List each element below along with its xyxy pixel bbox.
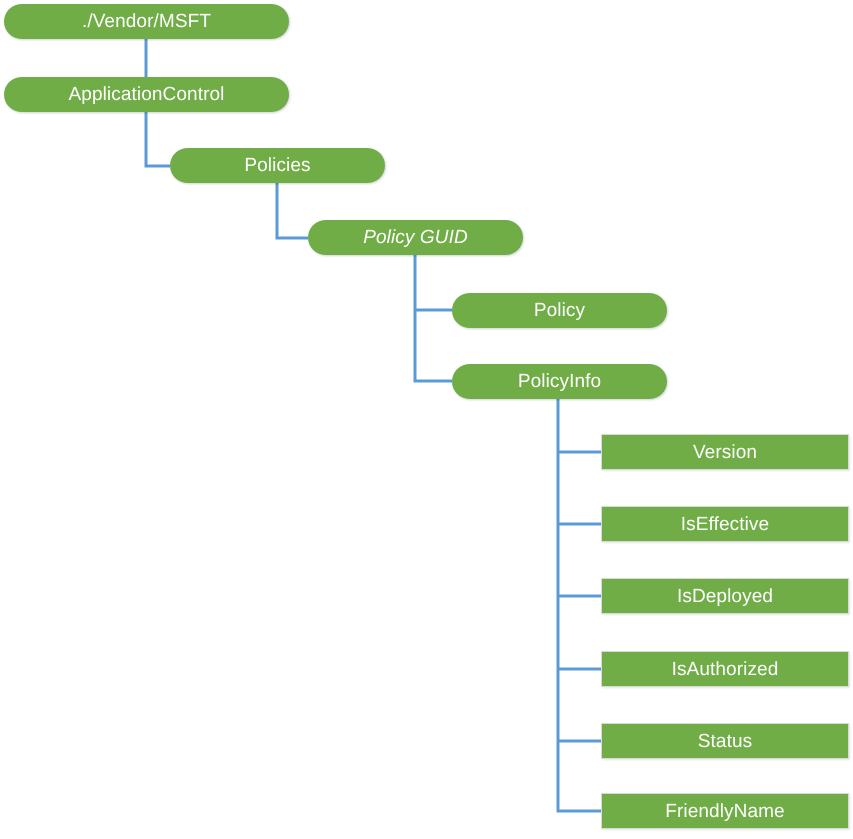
node-vendor-msft[interactable]: ./Vendor/MSFT bbox=[4, 4, 289, 39]
node-policies[interactable]: Policies bbox=[170, 148, 385, 183]
connector-policyinfo-to-status bbox=[556, 399, 601, 743]
node-label-version: Version bbox=[692, 441, 758, 463]
connector-policyinfo-to-friendlyname bbox=[556, 399, 601, 813]
node-label-friendly-name: FriendlyName bbox=[665, 800, 785, 822]
connector-policyguid-to-policyinfo bbox=[413, 255, 452, 383]
node-policy[interactable]: Policy bbox=[452, 293, 667, 328]
node-label-vendor-msft: ./Vendor/MSFT bbox=[81, 11, 212, 32]
connector-policyinfo-to-isauthorized bbox=[556, 399, 601, 671]
connector-policies-to-policyguid bbox=[275, 183, 308, 240]
node-label-is-effective: IsEffective bbox=[680, 513, 770, 535]
node-policy-guid[interactable]: Policy GUID bbox=[308, 220, 523, 255]
node-friendly-name[interactable]: FriendlyName bbox=[601, 793, 849, 829]
connector-policyinfo-to-isdeployed bbox=[556, 399, 601, 598]
node-policy-info[interactable]: PolicyInfo bbox=[452, 364, 667, 399]
node-label-is-deployed: IsDeployed bbox=[676, 585, 774, 607]
node-label-policy: Policy bbox=[533, 300, 586, 321]
node-label-application-control: ApplicationControl bbox=[68, 84, 225, 105]
node-application-control[interactable]: ApplicationControl bbox=[4, 77, 289, 112]
node-label-policy-info: PolicyInfo bbox=[517, 371, 602, 392]
node-is-deployed[interactable]: IsDeployed bbox=[601, 578, 849, 614]
connector-policyinfo-to-iseffective bbox=[556, 399, 601, 526]
node-label-policy-guid: Policy GUID bbox=[363, 227, 468, 248]
node-is-effective[interactable]: IsEffective bbox=[601, 506, 849, 542]
connector-policyguid-to-policy bbox=[413, 255, 452, 312]
connector-policyinfo-to-version bbox=[556, 399, 601, 454]
node-label-is-authorized: IsAuthorized bbox=[671, 658, 779, 680]
connector-appcontrol-to-policies bbox=[144, 112, 170, 168]
node-status[interactable]: Status bbox=[601, 723, 849, 759]
node-is-authorized[interactable]: IsAuthorized bbox=[601, 651, 849, 687]
node-label-policies: Policies bbox=[244, 155, 311, 176]
node-version[interactable]: Version bbox=[601, 434, 849, 470]
node-label-status: Status bbox=[697, 730, 753, 752]
